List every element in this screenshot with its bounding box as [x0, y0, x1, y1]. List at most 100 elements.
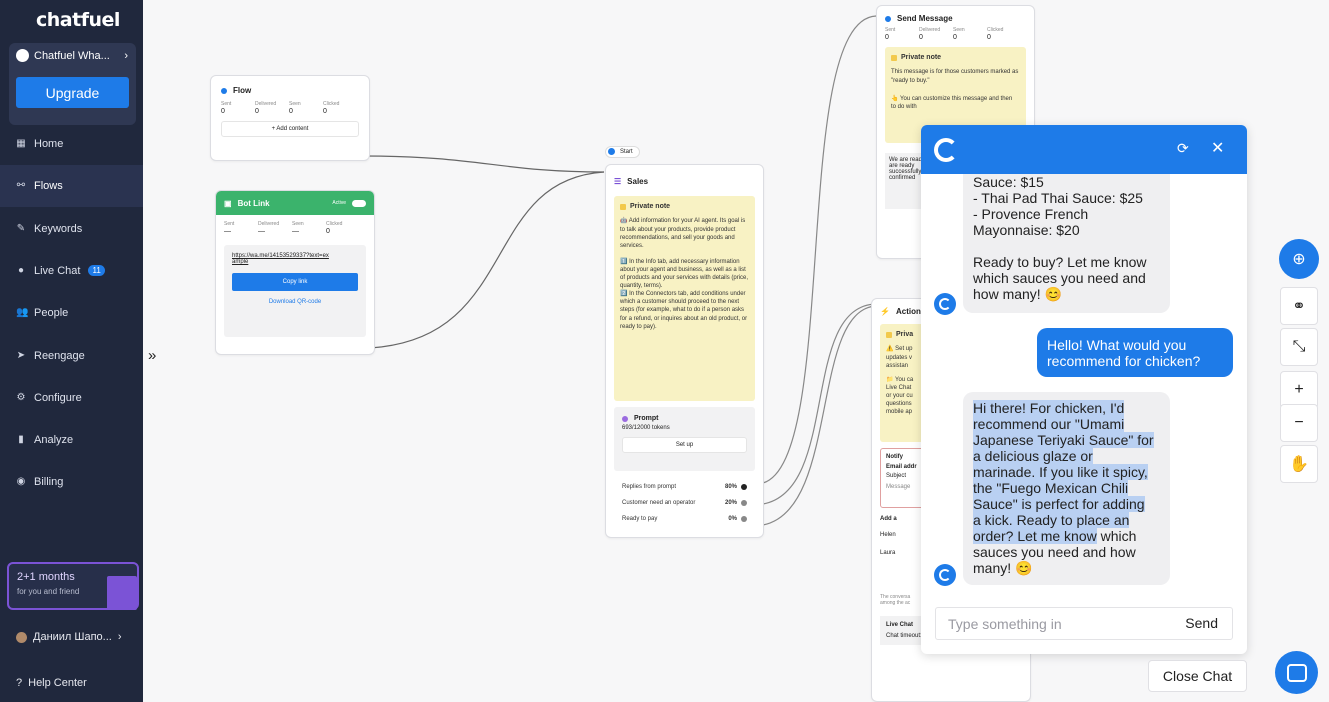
sidebar-item-flows[interactable]: ⚯Flows [0, 165, 143, 208]
message-input-wrap: Send [935, 607, 1233, 640]
sidebar-item-reengage[interactable]: ➤Reengage [0, 335, 143, 377]
sidebar-item-billing[interactable]: ◉Billing [0, 461, 143, 503]
message-line: recommend our "Umami [973, 416, 1125, 432]
chat-header: ⟳ ✕ [921, 125, 1247, 174]
sidebar-item-keywords[interactable]: ✎Keywords [0, 208, 143, 250]
sales-card[interactable]: ☰Sales Private note 🤖 Add information fo… [605, 164, 764, 538]
message-line: a kick. Ready to place an [973, 512, 1130, 528]
action-title: ⚡Action [880, 307, 921, 316]
zoom-in-button[interactable]: + [1280, 371, 1318, 409]
help-label: Help Center [28, 677, 87, 689]
home-icon: ▦ [16, 138, 26, 149]
copy-link-button[interactable]: Copy link [232, 273, 358, 291]
user-menu[interactable]: Даниил Шапо... › [16, 631, 122, 643]
flows-icon: ⚯ [16, 180, 26, 192]
refresh-icon[interactable]: ⟳ [1177, 140, 1189, 156]
chat-icon: ● [17, 264, 25, 276]
sidebar-item-home[interactable]: ▦ Home [0, 123, 143, 165]
hand-icon: ✋ [1289, 456, 1309, 473]
bolt-icon: ⚡ [880, 307, 890, 316]
stat: Sent— [224, 221, 235, 235]
bot-avatar-icon [934, 564, 956, 586]
chat-bubble-icon [1286, 663, 1307, 682]
message-line: sauces you need and how [973, 544, 1136, 560]
conversation-note: The conversa among the ac [880, 594, 911, 606]
sidebar-item-configure[interactable]: ⚙Configure [0, 377, 143, 419]
message-input[interactable] [936, 608, 1166, 639]
message-line: marinade. If you like it spicy, [973, 464, 1148, 480]
ai-icon: ☰ [614, 177, 622, 186]
bot-link-card[interactable]: ▣Bot Link Active Sent— Delivered— Seen— … [215, 190, 375, 355]
setup-button[interactable]: Set up [622, 437, 747, 453]
pan-tool-button[interactable]: ✋ [1280, 445, 1318, 483]
active-toggle[interactable] [352, 199, 366, 207]
message-line: the "Fuego Mexican Chili [973, 480, 1129, 496]
fit-view-button[interactable]: ⤡ [1280, 328, 1318, 366]
help-center-link[interactable]: ? Help Center [16, 677, 87, 689]
sidebar-item-label: Analyze [34, 434, 74, 447]
user-name: Даниил Шапо... [33, 631, 112, 643]
expand-sidebar-icon[interactable]: » [148, 347, 157, 364]
add-block-icon: ⊕ [1292, 251, 1306, 268]
sidebar-item-analyze[interactable]: ▮Analyze [0, 419, 143, 461]
bot-message: Sauce: $15- Thai Pad Thai Sauce: $25- Pr… [963, 174, 1170, 313]
send-button[interactable]: Send [1185, 615, 1218, 631]
sidebar-item-label: Configure [34, 391, 82, 404]
message-line: a delicious glaze or [973, 448, 1093, 464]
sidebar-item-label: Reengage [34, 349, 85, 362]
start-icon [608, 148, 615, 155]
stat: Delivered— [258, 221, 280, 235]
add-content-button[interactable]: + Add content [221, 121, 359, 137]
note-text: 🤖 Add information for your AI agent. Its… [620, 218, 749, 330]
sidebar: chatfuel Chatfuel Wha...› Upgrade ▦Home⚯… [0, 0, 143, 702]
sidebar-item-people[interactable]: 👥People [0, 292, 143, 334]
note-icon [620, 203, 626, 210]
upgrade-button[interactable]: Upgrade [16, 77, 129, 108]
assignee: Helen [880, 532, 896, 538]
chat-widget: ⟳ ✕ Sauce: $15- Thai Pad Thai Sauce: $25… [921, 125, 1247, 654]
chatfuel-logo-icon [934, 138, 958, 162]
workspace-switcher[interactable]: Chatfuel Wha...› [16, 49, 128, 62]
message-line: Mayonnaise: $20 [973, 222, 1080, 238]
assignees: Add a Helen Laura [880, 516, 1022, 556]
bot-link-url[interactable]: https://wa.me/14153529337?text=example [232, 253, 329, 265]
close-icon[interactable]: ✕ [1211, 140, 1225, 157]
whatsapp-icon [16, 49, 29, 62]
message-line: order? Let me know which [973, 528, 1137, 544]
promo-banner[interactable]: 2+1 months for you and friend [7, 562, 139, 610]
chevron-right-icon: › [117, 631, 122, 643]
people-icon: 👥 [16, 307, 29, 319]
zoom-out-button[interactable]: − [1280, 404, 1318, 442]
plus-icon: + [1294, 381, 1304, 398]
send-message-title: Send Message [885, 14, 1026, 23]
close-chat-button[interactable]: Close Chat [1148, 660, 1247, 692]
bot-avatar-icon [934, 293, 956, 315]
chevron-right-icon: › [124, 49, 128, 62]
billing-icon: ◉ [16, 476, 26, 488]
add-block-button[interactable]: ⊕ [1279, 239, 1319, 279]
avatar [16, 631, 27, 643]
chat-launcher-button[interactable] [1275, 651, 1318, 694]
prompt-block: Prompt 693/12000 tokens Set up [614, 407, 755, 471]
flow-title: Flow [221, 86, 359, 95]
message-line: Japanese Teriyaki Sauce" for [973, 432, 1154, 448]
message-line: Hi there! For chicken, I'd [973, 400, 1125, 416]
structure-view-button[interactable]: ⚭ [1280, 287, 1318, 325]
sidebar-item-label: Home [34, 138, 64, 150]
sales-title: ☰Sales [614, 177, 649, 186]
bot-link-header: ▣Bot Link Active [216, 191, 374, 215]
download-qr-button[interactable]: Download QR-code [268, 299, 322, 305]
status-badge: Active [332, 200, 346, 206]
help-icon: ? [16, 677, 23, 689]
sidebar-item-label: Live Chat [34, 264, 81, 277]
